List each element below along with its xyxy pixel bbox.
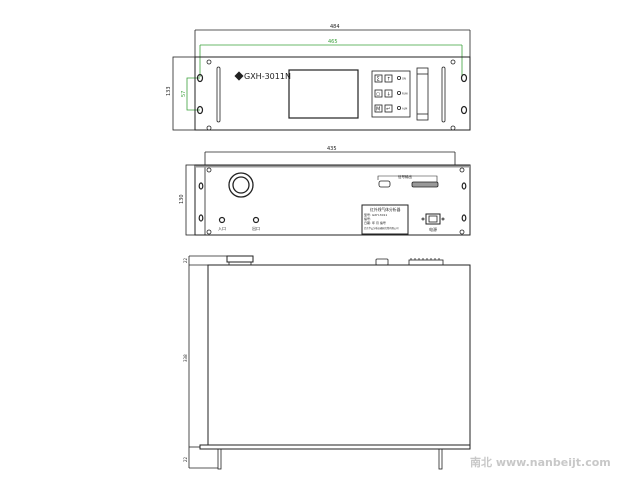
keypad — [371, 70, 411, 118]
foot — [217, 448, 222, 470]
dim-box-height — [185, 164, 196, 236]
key-label: ↵ — [386, 107, 390, 113]
nameplate — [361, 204, 409, 235]
screw-icon — [450, 125, 456, 131]
dim-height-label: 133 — [166, 86, 172, 96]
nameplate-maker: 北京华云分析仪器研究所有限公司 — [364, 226, 399, 230]
led-icon — [396, 106, 401, 111]
side-knob — [226, 255, 254, 263]
screw-icon — [206, 125, 212, 131]
key-down[interactable] — [384, 89, 393, 98]
nameplate-title: 红外线气体分析器 — [370, 207, 401, 212]
watermark: 南北 www.nanbeijt.com — [470, 455, 611, 469]
dim-height-label: 130 — [179, 194, 185, 204]
nameplate-date: 日期: 年 月 编号 — [364, 220, 386, 225]
outlet-label: 出口 — [252, 225, 260, 231]
lcd-screen — [288, 69, 359, 119]
key-label: ○ — [376, 92, 380, 98]
dim-width-label: 435 — [327, 146, 337, 152]
rear-view: 435 130 入口 出口 信号输出 红外线气体分析器 型号: GXH-3011… — [179, 146, 471, 236]
screw-icon — [450, 59, 456, 65]
mount-hole — [460, 73, 468, 83]
dim-bottom-label: 22 — [183, 456, 188, 462]
key-label: M — [376, 107, 380, 113]
mount-hole — [196, 73, 204, 83]
side-view: 22 338 22 — [183, 255, 471, 470]
db9-connector — [378, 180, 391, 188]
mount-hole — [460, 105, 468, 115]
dim-depth-label: 338 — [183, 354, 188, 362]
led-icon — [396, 76, 401, 81]
nameplate-model: 型号: GXH-3011 — [364, 212, 387, 217]
signal-output-label: 信号输出 — [398, 174, 412, 179]
mount-hole — [196, 105, 204, 115]
key-circle[interactable] — [374, 89, 383, 98]
model-label: GXH-3011N — [244, 72, 291, 81]
power-label: 电源 — [429, 226, 437, 232]
outlet-port — [252, 216, 260, 224]
foot — [438, 448, 443, 470]
led-label: ALM — [402, 107, 407, 111]
front-view: 484 465 133 57 GXH-3011N Σ ↑ ○ ↓ M — [166, 24, 471, 131]
dim-hole-span-label: 465 — [328, 39, 338, 45]
dim-hole-pitch-label: 57 — [181, 91, 187, 97]
key-label: Σ — [377, 77, 380, 83]
slot — [216, 66, 221, 123]
logo-icon — [234, 71, 244, 81]
led-icon — [396, 91, 401, 96]
dim-top-label: 22 — [183, 257, 188, 263]
nameplate-serial: 编号: — [364, 216, 371, 221]
key-menu[interactable] — [374, 104, 383, 113]
key-sigma[interactable] — [374, 74, 383, 83]
db9-profile — [375, 258, 389, 266]
key-label: ↓ — [387, 92, 391, 98]
handle — [416, 67, 429, 121]
key-enter[interactable] — [384, 104, 393, 113]
power-socket — [425, 213, 441, 225]
inlet-port — [218, 216, 226, 224]
sample-cell-port — [228, 172, 254, 198]
db37-connector — [411, 181, 439, 188]
inlet-label: 入口 — [218, 226, 226, 231]
front-panel — [194, 56, 471, 131]
chassis-body — [207, 264, 471, 446]
key-up[interactable] — [384, 74, 393, 83]
slot — [441, 66, 446, 123]
screw-icon — [206, 59, 212, 65]
bottom-plate — [199, 444, 471, 450]
led-label: RUN — [402, 92, 408, 96]
led-label: ON — [402, 77, 406, 81]
dim-width-label: 484 — [330, 24, 340, 30]
rear-panel — [194, 164, 471, 236]
db37-profile — [408, 259, 444, 266]
key-label: ↑ — [387, 77, 391, 83]
